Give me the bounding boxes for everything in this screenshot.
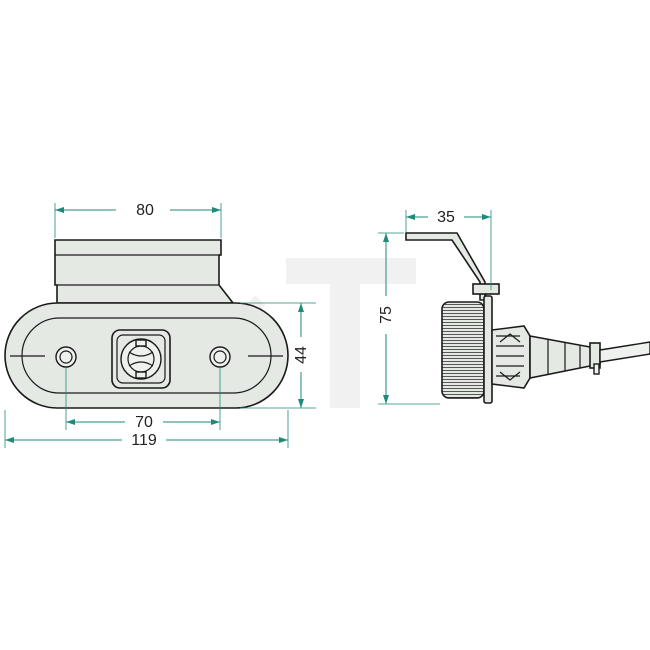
dimension-44-label: 44 <box>293 346 310 364</box>
dimension-75-label: 75 <box>378 306 395 324</box>
dimension-44: 44 <box>240 302 316 409</box>
mounting-bracket <box>54 239 235 304</box>
front-view <box>4 239 289 409</box>
dimension-119-label: 119 <box>131 432 157 449</box>
screw-hole-left <box>55 346 77 368</box>
side-housing-ribs <box>441 301 485 399</box>
dimension-35-label: 35 <box>437 209 455 226</box>
dimension-80-label: 80 <box>136 202 154 219</box>
dimension-35: 35 <box>405 209 492 290</box>
dimension-75: 75 <box>378 232 440 405</box>
dimension-80: 80 <box>54 202 222 238</box>
side-bracket <box>405 232 486 301</box>
cable <box>599 341 650 363</box>
dimension-70: 70 <box>65 368 221 431</box>
side-view <box>405 232 650 404</box>
dimension-119: 119 <box>4 410 289 449</box>
center-connector <box>111 329 171 389</box>
dimension-70-label: 70 <box>135 414 153 431</box>
screw-hole-right <box>209 346 231 368</box>
